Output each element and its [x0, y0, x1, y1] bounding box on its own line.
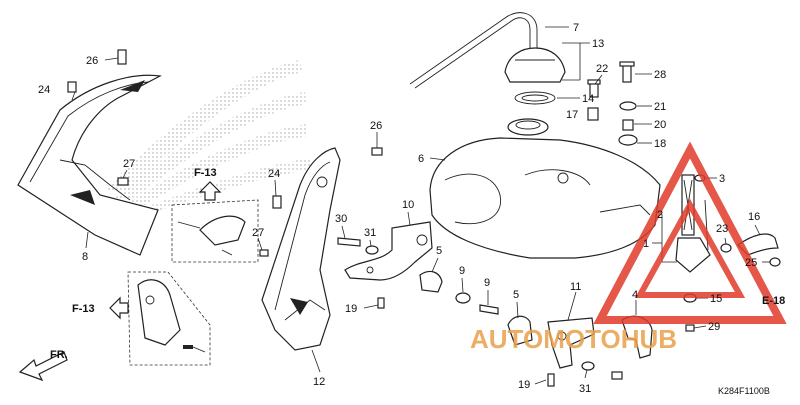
- label-27-center: 27: [252, 227, 264, 239]
- label-1: 1: [643, 238, 649, 250]
- leader-lines: [71, 26, 770, 385]
- label-24-left: 24: [38, 84, 50, 96]
- label-25: 25: [745, 257, 757, 269]
- center-hardware: [337, 237, 499, 315]
- ref-f13-left: F-13: [72, 303, 95, 315]
- label-28: 28: [654, 69, 666, 81]
- label-4: 4: [632, 289, 638, 301]
- fuel-hose: [720, 233, 781, 267]
- lower-left-bracket: [127, 271, 211, 366]
- label-12: 12: [313, 376, 325, 388]
- center-bracket: [171, 199, 259, 263]
- label-20: 20: [654, 119, 666, 131]
- left-hardware: [67, 49, 383, 257]
- label-5-center: 5: [436, 245, 442, 257]
- wing-logo-graphic: [105, 60, 310, 212]
- label-15: 15: [710, 293, 722, 305]
- label-6: 6: [418, 153, 424, 165]
- label-31-lower: 31: [579, 383, 591, 395]
- label-22: 22: [596, 63, 608, 75]
- right-shroud: [261, 147, 341, 351]
- ref-e18: E-18: [762, 295, 785, 307]
- part-labels: 7 13 14 22 28 21 17 20 18 3 6 26 24 27 8…: [38, 22, 760, 395]
- watermark-text: AUTOMOTOHUB: [470, 324, 677, 354]
- label-27-left: 27: [123, 158, 135, 170]
- left-shroud: [17, 74, 162, 256]
- label-19-center: 19: [345, 303, 357, 315]
- ref-f13-top: F-13: [194, 167, 217, 179]
- fuel-tank: [429, 118, 661, 259]
- diagram-code: K284F1100B: [718, 386, 770, 396]
- label-3: 3: [719, 173, 725, 185]
- label-26-center: 26: [370, 120, 382, 132]
- label-10: 10: [402, 199, 414, 211]
- watermark-logo: [593, 141, 787, 324]
- label-31-center: 31: [364, 227, 376, 239]
- label-23: 23: [716, 223, 728, 235]
- label-14: 14: [582, 93, 594, 105]
- label-19-lower: 19: [518, 379, 530, 391]
- label-7: 7: [573, 22, 579, 34]
- label-17: 17: [566, 109, 578, 121]
- filler-cap: [409, 12, 566, 105]
- label-30: 30: [335, 213, 347, 225]
- label-29: 29: [708, 321, 720, 333]
- label-18: 18: [654, 138, 666, 150]
- label-16: 16: [748, 211, 760, 223]
- label-11: 11: [570, 281, 581, 293]
- tank-mount-bracket: [344, 221, 433, 281]
- label-26-left: 26: [86, 55, 98, 67]
- label-5-lower: 5: [513, 289, 519, 301]
- ref-arrows: [18, 181, 222, 382]
- label-24-center: 24: [268, 168, 280, 180]
- lower-hardware: [507, 293, 697, 387]
- label-2: 2: [657, 209, 663, 221]
- label-8: 8: [82, 251, 88, 263]
- label-9-right: 9: [484, 277, 490, 289]
- ref-forward: FR.: [50, 349, 68, 361]
- label-21: 21: [654, 101, 666, 113]
- label-13: 13: [592, 38, 604, 50]
- label-9-left: 9: [459, 265, 465, 277]
